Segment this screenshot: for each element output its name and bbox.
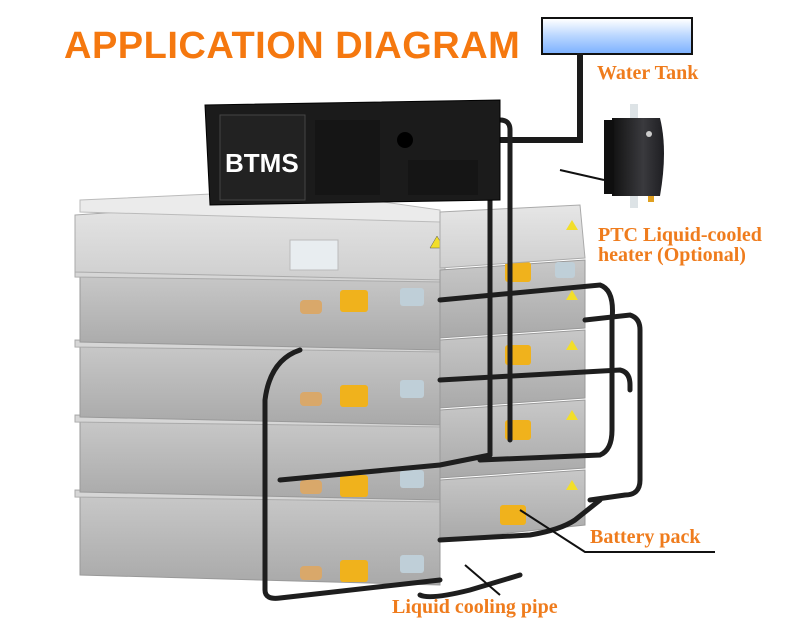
battery-pack <box>74 269 446 351</box>
btms-label: BTMS <box>225 148 299 178</box>
diagram-title: APPLICATION DIAGRAM <box>64 25 521 67</box>
battery-pack-leader <box>519 509 715 553</box>
btms-unit: BTMS <box>204 99 501 206</box>
water-tank-label: Water Tank <box>597 62 699 84</box>
battery-pack <box>74 489 446 586</box>
ptc-heater-label-line1: PTC Liquid-cooled <box>598 224 762 246</box>
cooling-pipe-leader <box>464 564 501 596</box>
vent-grille <box>315 120 478 195</box>
battery-pack <box>439 469 586 541</box>
cooling-pipe-label: Liquid cooling pipe <box>392 596 558 618</box>
water-tank-pipe <box>500 53 583 143</box>
water-tank-icon <box>541 17 693 55</box>
battery-pack-label: Battery pack <box>590 526 701 548</box>
battery-pack <box>74 414 446 501</box>
ptc-heater-icon <box>559 104 664 208</box>
leader-lines <box>464 509 715 596</box>
battery-pack <box>74 339 446 426</box>
battery-stack-left <box>74 189 446 586</box>
ptc-heater-label-line2: heater (Optional) <box>598 244 746 266</box>
